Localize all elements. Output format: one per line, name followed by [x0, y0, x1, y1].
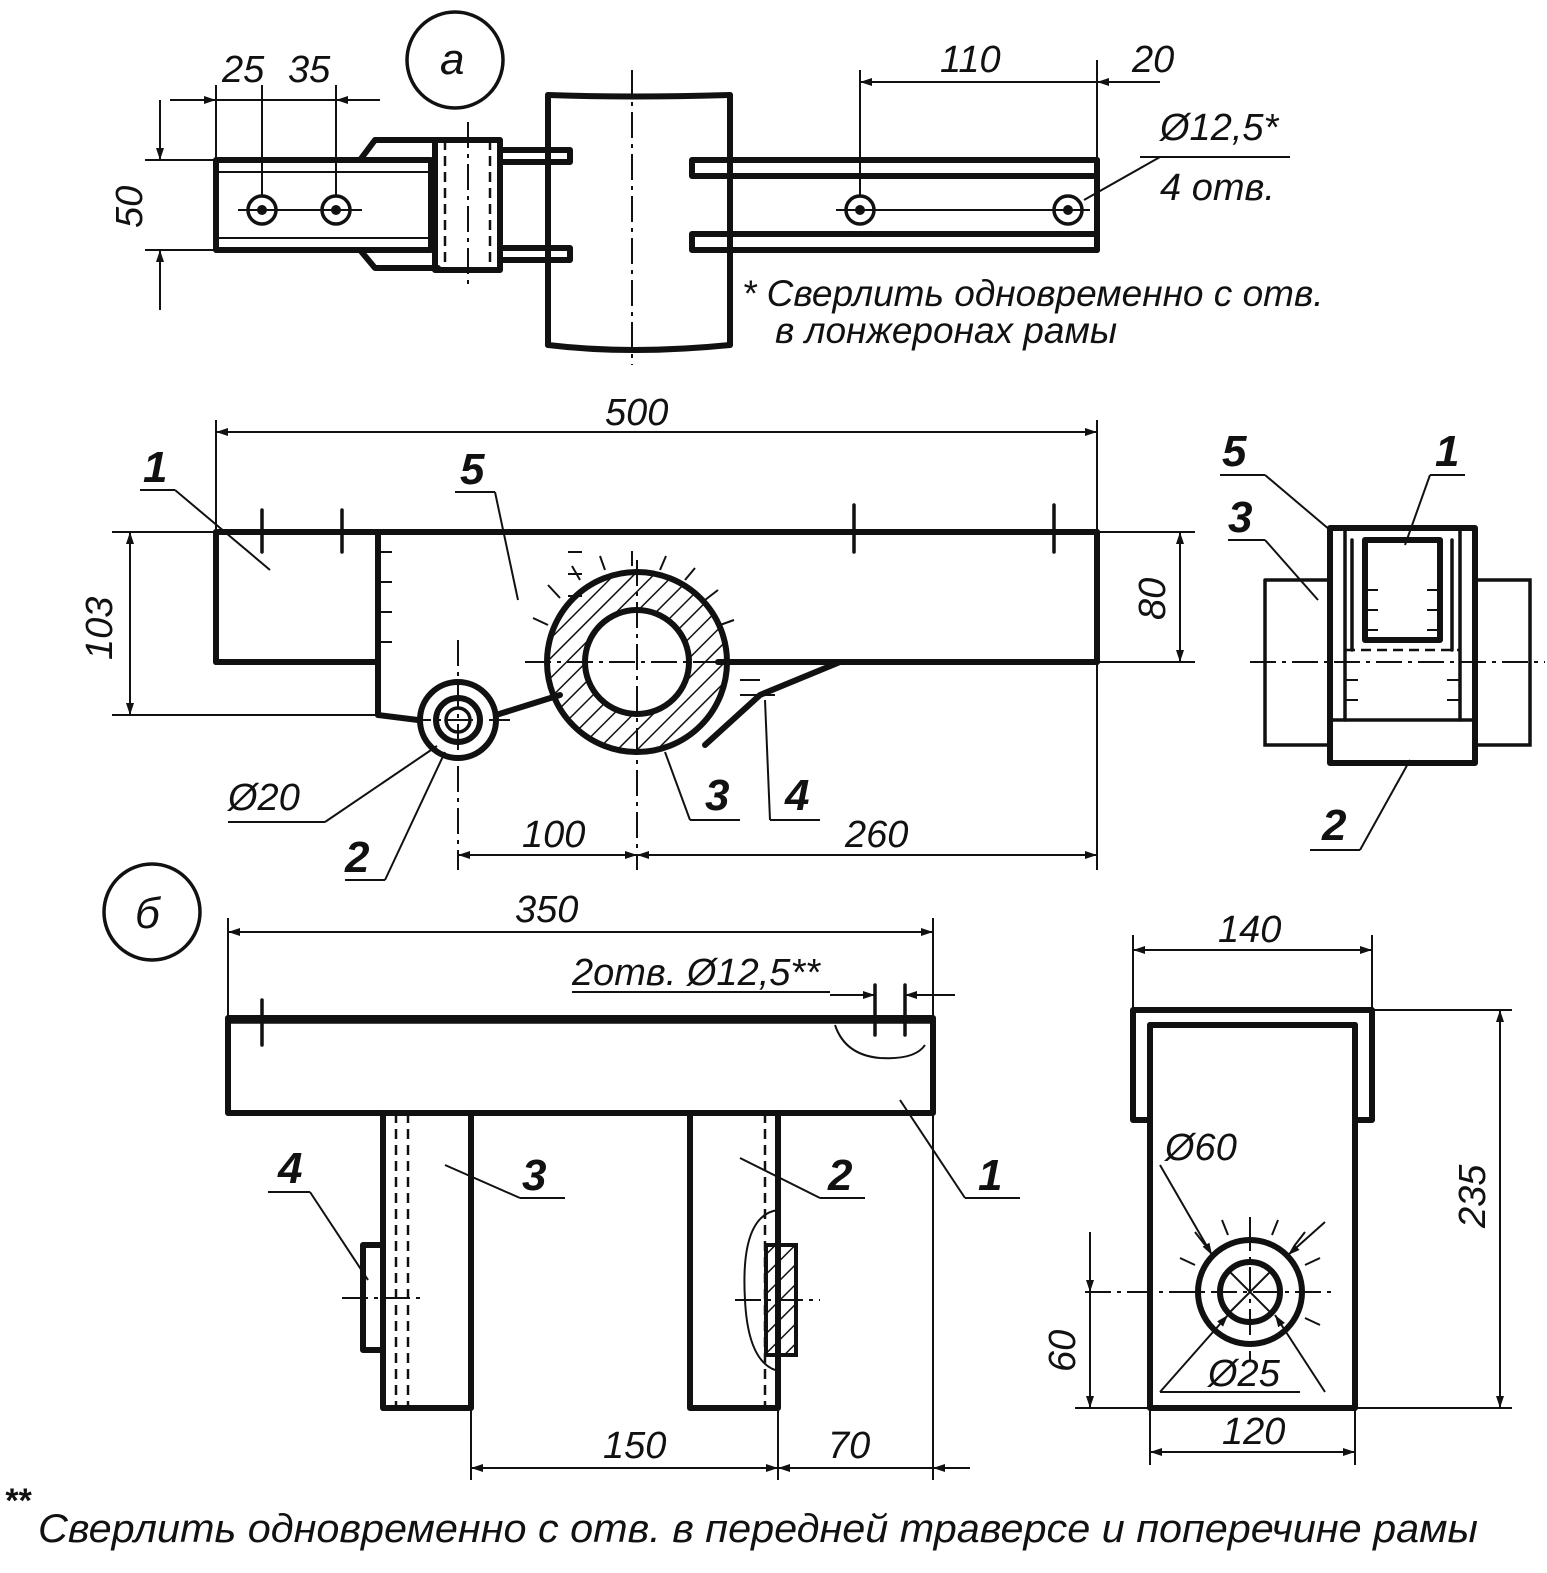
beam-part-1 — [225, 1015, 936, 1116]
drill-note-line1: * Сверлить одновременно с отв. — [742, 273, 1324, 314]
right-bracket-upper — [689, 157, 1100, 179]
view-b: б 350 2отв. Ø12,5** 150 70 — [102, 862, 1020, 1480]
b-part-3-label: 3 — [522, 1151, 546, 1200]
dim-103: 103 — [79, 597, 121, 660]
side-part-5-label: 5 — [1222, 427, 1247, 476]
dim-25: 25 — [221, 49, 265, 91]
part-3-label: 3 — [705, 771, 729, 820]
dim-500: 500 — [605, 392, 668, 434]
b-part-4-label: 4 — [277, 1144, 302, 1193]
dim-20: 20 — [1131, 39, 1174, 81]
dim-60: 60 — [1042, 1330, 1084, 1372]
side-part-1-label: 1 — [1435, 427, 1459, 476]
dim-110: 110 — [940, 39, 1001, 81]
footnote-text: Сверлить одновременно с отв. в передней … — [38, 1507, 1478, 1551]
right-bracket-lower — [689, 231, 1100, 253]
dim-d20: Ø20 — [226, 777, 300, 819]
dim-50: 50 — [109, 186, 151, 228]
main-view: 500 103 80 100 260 Ø20 1 5 2 3 4 — [79, 392, 1195, 882]
dim-d60: Ø60 — [1163, 1127, 1237, 1169]
part-2-label: 2 — [344, 833, 370, 882]
dim-235: 235 — [1452, 1164, 1494, 1229]
view-a: а 50 — [109, 10, 1324, 365]
b-part-1-label: 1 — [978, 1151, 1002, 1200]
part-1-label: 1 — [143, 443, 167, 492]
side-channel-outer — [1327, 525, 1478, 766]
end-leg — [1147, 1022, 1358, 1411]
side-part-3-label: 3 — [1228, 493, 1252, 542]
holes-note: 2отв. Ø12,5** — [571, 952, 821, 994]
hole-count-note: 4 отв. — [1160, 167, 1275, 209]
dim-260: 260 — [844, 814, 908, 856]
dim-120: 120 — [1222, 1411, 1285, 1453]
view-b-label: б — [135, 889, 162, 938]
footnote-mark: ** — [4, 1482, 32, 1520]
dim-350: 350 — [515, 889, 578, 931]
view-a-label: а — [440, 35, 464, 84]
part-5-label: 5 — [460, 445, 485, 494]
dim-70: 70 — [828, 1425, 870, 1467]
part-4-label: 4 — [784, 771, 809, 820]
end-view: 140 235 60 120 Ø60 Ø25 — [1042, 909, 1512, 1465]
dim-80: 80 — [1132, 578, 1174, 620]
b-part-2-label: 2 — [827, 1151, 853, 1200]
dim-d25: Ø25 — [1206, 1353, 1281, 1395]
view-a-label-circle — [405, 10, 505, 110]
dim-35: 35 — [288, 49, 331, 91]
drill-note-line2: в лонжеронах рамы — [775, 310, 1117, 351]
dim-100: 100 — [522, 814, 585, 856]
hole-diameter-note: Ø12,5* — [1158, 107, 1280, 149]
side-view: 5 3 1 2 — [1220, 427, 1545, 851]
dim-150: 150 — [603, 1425, 666, 1467]
dim-140: 140 — [1218, 909, 1281, 951]
left-bracket-outline — [213, 157, 434, 253]
view-b-label-circle — [102, 862, 202, 962]
side-part-2-label: 2 — [1321, 801, 1347, 850]
